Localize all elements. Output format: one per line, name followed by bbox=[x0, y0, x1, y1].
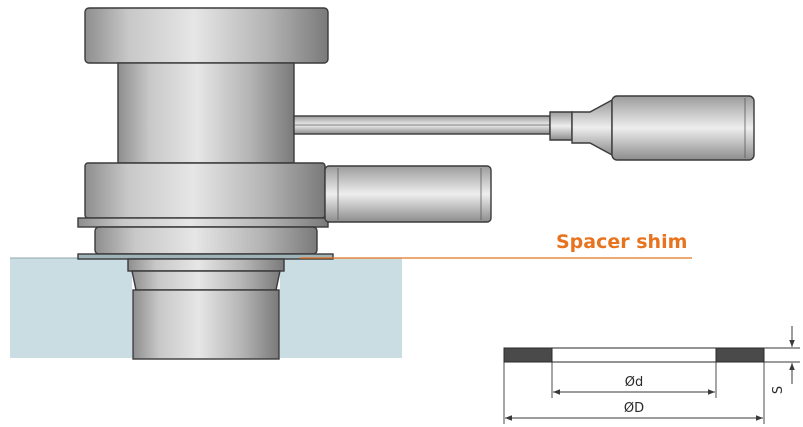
base-plate bbox=[77, 253, 334, 260]
substrate-right bbox=[280, 258, 402, 358]
shim-left-section bbox=[503, 347, 553, 363]
side-motor bbox=[324, 165, 492, 223]
thin-ring bbox=[77, 217, 329, 228]
upper-column bbox=[117, 62, 295, 164]
inner-diameter-label: Ød bbox=[625, 375, 643, 390]
thickness-label: S bbox=[771, 386, 786, 394]
spacer-shim-label: Spacer shim bbox=[556, 231, 687, 253]
outer-diameter-label: ØD bbox=[624, 401, 644, 416]
machine-icon bbox=[77, 7, 755, 360]
lever-handle bbox=[611, 95, 755, 161]
shoulder-ring bbox=[84, 162, 326, 219]
shim-right-section bbox=[715, 347, 765, 363]
top-cap bbox=[84, 7, 329, 64]
shim-opening bbox=[551, 347, 717, 363]
spindle-body bbox=[132, 289, 280, 360]
substrate-block bbox=[10, 257, 402, 358]
substrate-left bbox=[10, 258, 132, 358]
lower-collar bbox=[94, 226, 318, 255]
spindle-top bbox=[127, 258, 285, 272]
lever-connector bbox=[549, 111, 573, 141]
shim-icon: Ød ØD S bbox=[503, 326, 800, 424]
spindle-flange bbox=[131, 270, 281, 291]
